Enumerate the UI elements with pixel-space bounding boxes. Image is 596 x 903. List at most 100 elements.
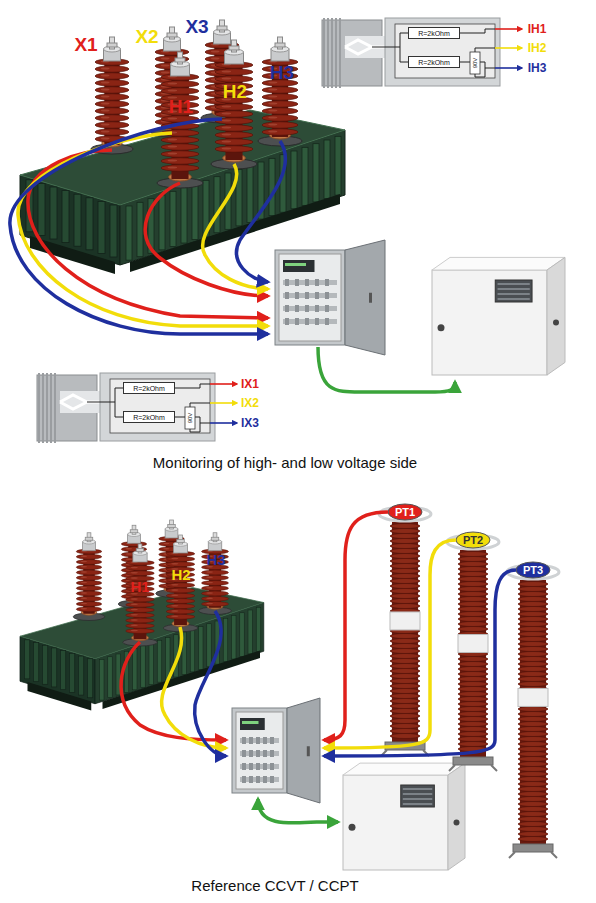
- ccvt-shed: [518, 747, 548, 752]
- circuit-wire: [115, 417, 123, 418]
- ccvt-shed: [458, 722, 488, 727]
- circuit-wire: [400, 33, 401, 62]
- ccvt-shed: [518, 627, 548, 632]
- ccvt-shed: [518, 727, 548, 732]
- shed-highlight: [268, 88, 277, 90]
- signal-arrow: [495, 28, 522, 30]
- ccvt-shed: [458, 577, 488, 582]
- tap-pin: [60, 395, 100, 402]
- screen-line: [498, 294, 530, 295]
- circuit-wire: [115, 388, 116, 417]
- ccvt-shed: [458, 742, 488, 747]
- radiator-fin: [232, 616, 237, 660]
- ccvt-shed: [390, 589, 420, 594]
- screen-line: [403, 804, 432, 805]
- bushing-shed: [76, 575, 102, 580]
- terminal-block: [256, 776, 260, 783]
- cabinet-door: [345, 240, 385, 355]
- controller-knob: [454, 820, 460, 826]
- ccvt-shed: [390, 644, 420, 649]
- shed-highlight: [168, 117, 178, 119]
- ccvt-shed: [518, 677, 548, 682]
- radiator-fin: [70, 653, 75, 692]
- terminal-block: [256, 737, 260, 744]
- shed-highlight: [168, 82, 178, 84]
- shed-highlight: [168, 138, 178, 140]
- shed-highlight: [168, 145, 178, 147]
- shed-highlight: [206, 577, 213, 579]
- ccvt-cap: [516, 562, 550, 578]
- terminal-block: [263, 737, 267, 744]
- shed-highlight: [81, 582, 87, 584]
- shed-highlight: [171, 563, 178, 565]
- radiator-fin: [313, 144, 319, 202]
- shed-highlight: [131, 625, 138, 627]
- bushing-shed: [95, 87, 129, 93]
- shed-highlight: [81, 577, 87, 579]
- shed-highlight: [222, 77, 232, 79]
- signal-cable: [195, 611, 226, 756]
- shed-highlight: [211, 50, 220, 52]
- terminal-block: [315, 279, 319, 286]
- ccvt-shed: [518, 617, 548, 622]
- radiator-fin: [110, 205, 117, 257]
- ccvt-shed: [518, 737, 548, 742]
- radiator-fin: [269, 158, 275, 215]
- caption: Monitoring of high- and low voltage side: [153, 455, 417, 470]
- ccvt-shed: [458, 677, 488, 682]
- ccvt-shed: [518, 837, 548, 842]
- ccvt-shed: [390, 554, 420, 559]
- signal-cable: [203, 164, 268, 289]
- controller-unit: [343, 763, 465, 870]
- ccvt-foot: [491, 765, 497, 771]
- ccvt-shed: [458, 672, 488, 677]
- bushing-shed: [126, 613, 155, 618]
- signal-cable: [324, 570, 516, 756]
- shed-highlight: [171, 605, 178, 607]
- controller-screen: [401, 785, 435, 807]
- circuit-wire: [87, 402, 115, 403]
- ccvt-shed: [518, 777, 548, 782]
- ccvt-shed: [390, 649, 420, 654]
- radiator-fin: [52, 648, 57, 687]
- ccvt-shed: [458, 697, 488, 702]
- ccvt-shed: [390, 539, 420, 544]
- circuit-wire: [400, 33, 408, 34]
- bushing-shed: [76, 560, 102, 565]
- shed-highlight: [268, 95, 277, 97]
- bushing-shed: [262, 129, 298, 135]
- controller-top: [432, 257, 565, 270]
- ccvt-shed: [390, 689, 420, 694]
- shed-highlight: [101, 95, 110, 97]
- bushing-shed: [126, 629, 155, 634]
- shed-highlight: [81, 598, 87, 600]
- ccvt-base: [453, 757, 493, 765]
- shed-highlight: [161, 64, 170, 66]
- connector-thread: [42, 373, 44, 443]
- ccvt-shed: [518, 827, 548, 832]
- terminal-block: [315, 318, 319, 325]
- radiator-fin: [79, 656, 84, 695]
- ccvt-cap: [388, 504, 422, 520]
- ccvt-shed: [390, 659, 420, 664]
- component-value: R=2kOhm: [133, 385, 165, 392]
- radiator-fin: [291, 151, 297, 209]
- din-rail: [283, 306, 337, 311]
- shed-highlight: [126, 548, 132, 550]
- bushing-shed: [95, 80, 129, 86]
- radiator-fin: [126, 206, 132, 260]
- shed-highlight: [131, 604, 138, 606]
- signal-arrow: [210, 402, 237, 404]
- shed-highlight: [206, 603, 213, 605]
- ccvt-shed: [518, 662, 548, 667]
- terminal-block: [305, 292, 309, 299]
- ccvt-shed: [390, 679, 420, 684]
- transformer-label: PT3: [523, 565, 543, 576]
- bushing-shed: [202, 591, 229, 596]
- terminal-block: [305, 305, 309, 312]
- ccvt-shed: [458, 712, 488, 717]
- terminal-block: [242, 737, 246, 744]
- ccvt-shed: [518, 647, 548, 652]
